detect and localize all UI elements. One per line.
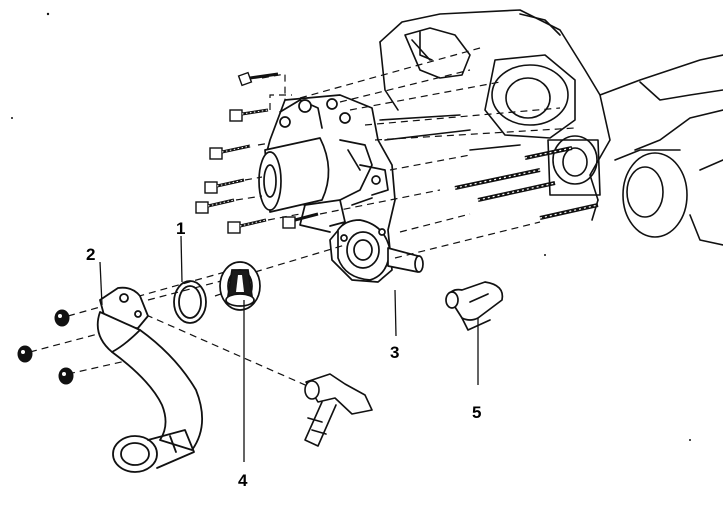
callout-2: 2 xyxy=(86,245,95,264)
bolt-icon xyxy=(195,198,235,214)
bolt-set xyxy=(195,71,319,234)
alignment-lines xyxy=(29,47,576,389)
bolt-icon xyxy=(229,108,269,122)
nut-icon xyxy=(17,345,33,363)
bolt-icon xyxy=(237,71,279,87)
engine-studs xyxy=(454,146,599,220)
nut-icon xyxy=(58,367,74,385)
stud-icon xyxy=(539,203,599,220)
water-inlet-pipe xyxy=(96,286,204,473)
leader-lines xyxy=(99,235,479,462)
engine-block xyxy=(379,9,723,246)
temperature-sensor xyxy=(304,373,373,447)
stud-icon xyxy=(524,146,573,160)
scan-specks xyxy=(11,12,691,441)
callout-3: 3 xyxy=(390,343,399,362)
callout-4: 4 xyxy=(238,471,248,490)
bolt-icon xyxy=(282,212,319,229)
water-pump-housing xyxy=(258,94,424,283)
nut-icon xyxy=(54,309,70,327)
thermostat xyxy=(219,261,261,311)
stud-icon xyxy=(454,168,541,190)
bypass-hose xyxy=(445,281,504,331)
callout-1: 1 xyxy=(176,219,185,238)
nut-set xyxy=(17,309,74,385)
gasket xyxy=(173,280,207,324)
bolt-icon xyxy=(227,218,267,234)
callout-5: 5 xyxy=(472,403,481,422)
stud-icon xyxy=(477,181,556,202)
bolt-icon xyxy=(204,178,245,194)
bolt-icon xyxy=(209,144,251,160)
